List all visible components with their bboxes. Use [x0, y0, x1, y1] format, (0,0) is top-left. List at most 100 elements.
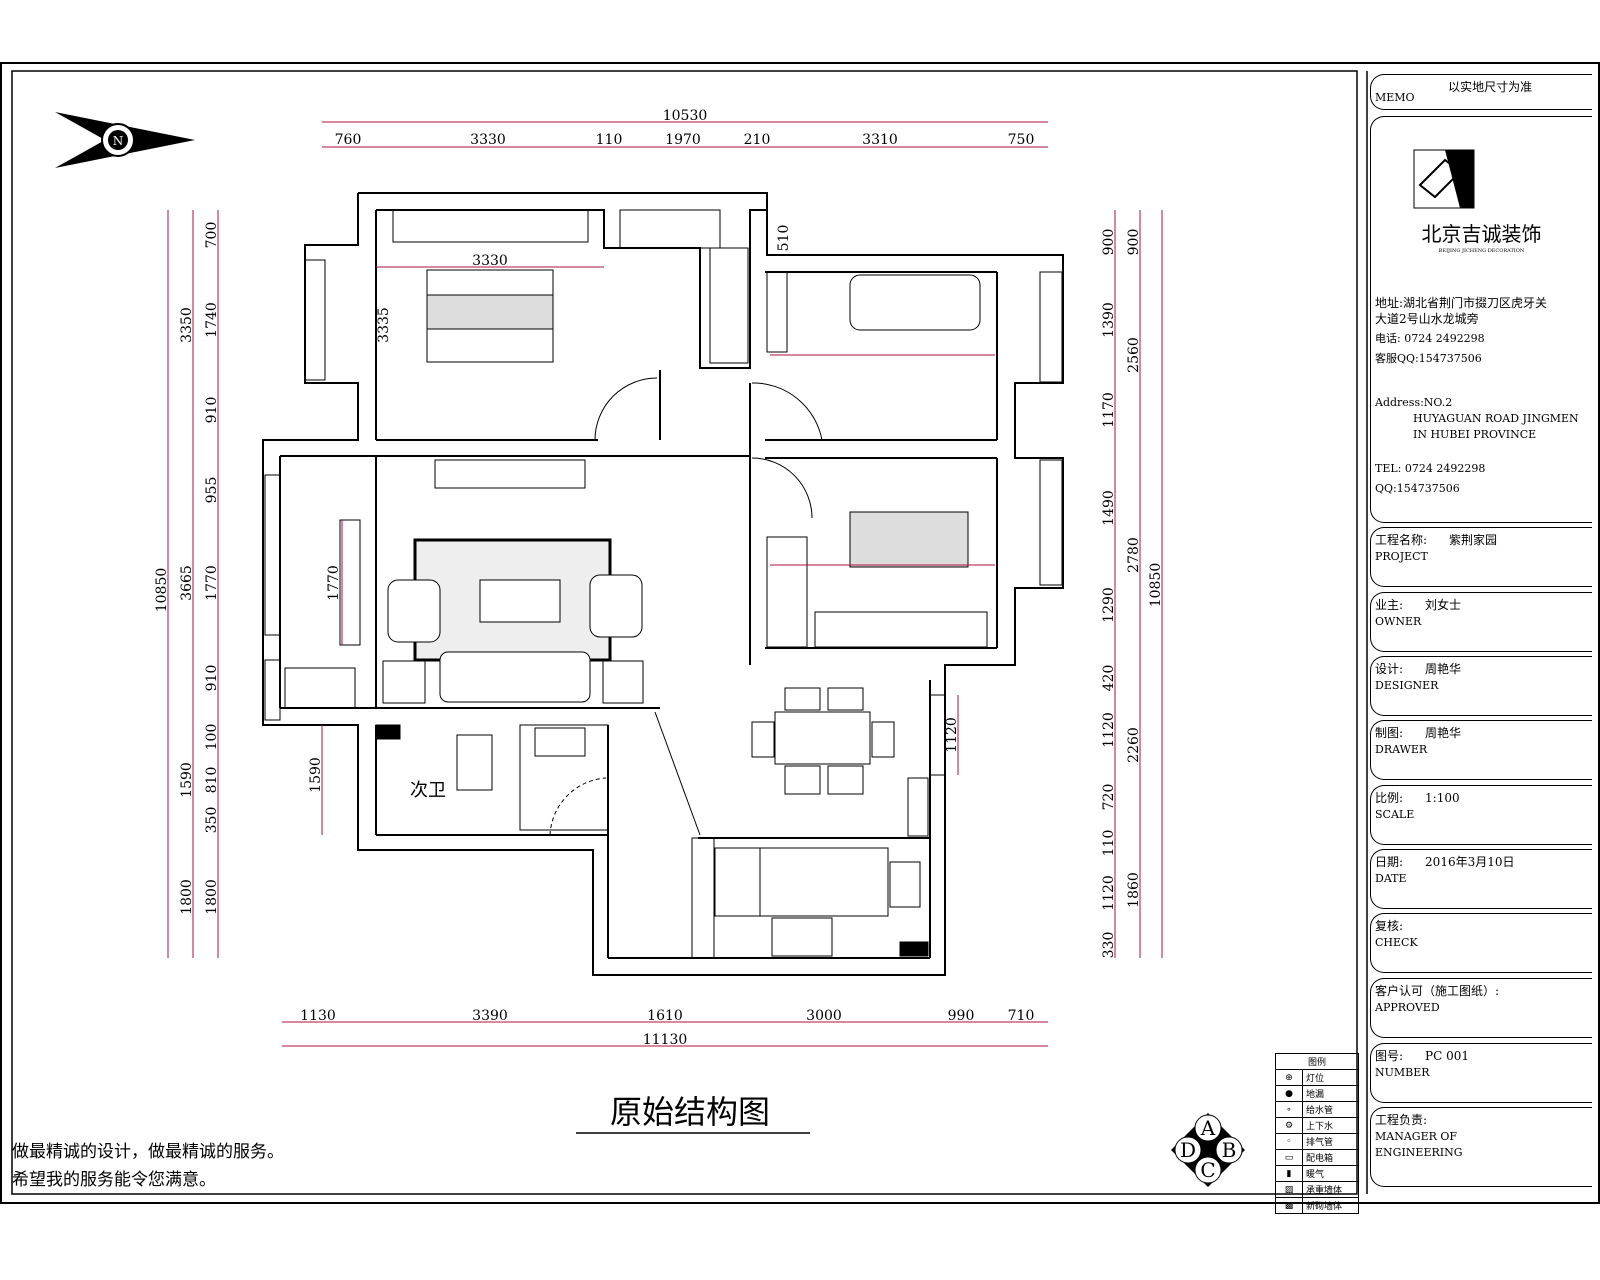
dimension-label: 900: [1101, 229, 1117, 256]
dimension-label: 1970: [665, 132, 701, 148]
dimension-label: 3335: [376, 307, 392, 343]
legend-item: ▩新砌墙体: [1276, 1197, 1358, 1213]
dimension-label: 420: [1101, 665, 1117, 692]
svg-text:C: C: [1200, 1158, 1215, 1182]
legend: 图例 ⊕灯位●地漏∘给水管⚙上下水◦排气管▭配电箱▮暖气▨承重墙体▩新砌墙体: [1275, 1053, 1359, 1214]
dimension-label: 1590: [179, 762, 195, 798]
dimension-label: 720: [1101, 784, 1117, 811]
dimension-label: 2260: [1126, 727, 1142, 763]
dimension-label: 1800: [179, 879, 195, 915]
dimension-label: 2780: [1126, 537, 1142, 573]
dimension-label: 110: [1101, 830, 1117, 857]
dimension-label: 3665: [179, 565, 195, 601]
dimension-label: 1120: [1101, 712, 1117, 748]
svg-text:D: D: [1180, 1138, 1196, 1162]
dimension-label: 1610: [647, 1008, 683, 1024]
dimension-label: 1390: [1101, 302, 1117, 338]
legend-item: ▭配电箱: [1276, 1149, 1358, 1165]
dimension-label: 510: [776, 225, 792, 252]
dimension-label: 1740: [204, 302, 220, 338]
dimension-label: 10850: [154, 568, 170, 613]
furniture: [284, 209, 988, 959]
dimension-label: 3000: [806, 1008, 842, 1024]
dimension-label: 1120: [1101, 875, 1117, 911]
title-block-field: 客户认可（施工图纸）:APPROVED: [1370, 978, 1592, 1038]
slogan-line-1: 做最精诚的设计，做最精诚的服务。: [12, 1142, 284, 1162]
dimension-label: 3330: [470, 132, 506, 148]
dimension-label: 760: [335, 132, 362, 148]
legend-item: ●地漏: [1276, 1085, 1358, 1101]
tv-cabinet: [434, 459, 586, 489]
dimension-label: 3310: [862, 132, 898, 148]
dimension-label: 3390: [472, 1008, 508, 1024]
dimension-label: 990: [948, 1008, 975, 1024]
dimension-label: 910: [204, 397, 220, 424]
company-name-en: BEIJING JICHENG DECORATION: [1438, 248, 1525, 254]
compass-icon: N: [55, 112, 195, 168]
drawing-title: 原始结构图: [610, 1093, 770, 1131]
company-name: 北京吉诚装饰: [1421, 222, 1542, 246]
dimension-label: 2560: [1126, 337, 1142, 373]
slogan-line-2: 希望我的服务能令您满意。: [12, 1170, 216, 1190]
dimension-label: 1770: [326, 565, 342, 601]
dimension-label: 350: [204, 807, 220, 834]
sofa-living: [439, 651, 591, 703]
legend-symbol-icon: ●: [1276, 1086, 1303, 1101]
legend-symbol-icon: ⚙: [1276, 1118, 1303, 1133]
dimension-label: 900: [1126, 229, 1142, 256]
dimension-label: 1770: [204, 565, 220, 601]
legend-item: ⚙上下水: [1276, 1117, 1358, 1133]
doors: [549, 377, 823, 836]
dimension-label: 330: [1101, 932, 1117, 959]
dimension-label: 110: [596, 132, 623, 148]
title-block-field: 复核:CHECK: [1370, 913, 1592, 973]
dimension-label: 10850: [1148, 563, 1164, 608]
dimension-label: 3330: [472, 253, 508, 269]
dimension-label: 3350: [179, 307, 195, 343]
legend-symbol-icon: ▩: [1276, 1198, 1303, 1213]
company-box: 北京吉诚装饰 BEIJING JICHENG DECORATION 地址:湖北省…: [1370, 116, 1592, 523]
legend-item: ⊕灯位: [1276, 1069, 1358, 1085]
dimension-label: 1490: [1101, 490, 1117, 526]
legend-item: ▨承重墙体: [1276, 1181, 1358, 1197]
dimension-label: 10530: [663, 108, 708, 124]
dimension-lines: [167, 121, 1163, 1047]
legend-title: 图例: [1307, 1058, 1326, 1068]
legend-item: ∘给水管: [1276, 1101, 1358, 1117]
dimension-label: 955: [204, 477, 220, 504]
dimension-label: 1170: [1101, 392, 1117, 428]
memo-box: MEMO 以实地尺寸为准: [1370, 74, 1592, 110]
windows: [264, 259, 1063, 776]
dimension-label: 210: [744, 132, 771, 148]
legend-symbol-icon: ⊕: [1276, 1070, 1303, 1085]
legend-symbol-icon: ▭: [1276, 1150, 1303, 1165]
legend-symbol-icon: ▮: [1276, 1166, 1303, 1181]
dimension-label: 1130: [300, 1008, 336, 1024]
legend-item: ▮暖气: [1276, 1165, 1358, 1181]
dimension-label: 810: [204, 767, 220, 794]
sheet-border: [0, 62, 1600, 1204]
legend-symbol-icon: ▨: [1276, 1182, 1303, 1197]
svg-text:B: B: [1222, 1138, 1237, 1162]
dimension-label: 1800: [204, 879, 220, 915]
index-marker: A B C D: [1171, 1113, 1245, 1187]
walls: [262, 192, 1064, 976]
room-label-secondary-bath: 次卫: [410, 780, 446, 801]
dimension-label: 100: [204, 724, 220, 751]
sofa-bedroom: [849, 274, 981, 331]
legend-symbol-icon: ◦: [1276, 1134, 1303, 1149]
dimension-label: 1590: [308, 757, 324, 793]
dining-table: [774, 711, 871, 765]
legend-symbol-icon: ∘: [1276, 1102, 1303, 1117]
dimension-label: 1120: [944, 717, 960, 753]
svg-text:A: A: [1200, 1116, 1216, 1140]
dimension-label: 710: [1008, 1008, 1035, 1024]
